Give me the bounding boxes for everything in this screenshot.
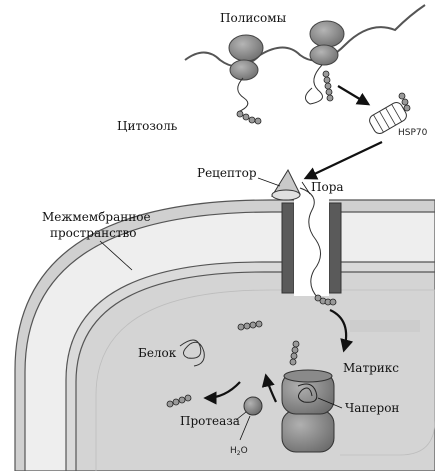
label-pore: Пора xyxy=(311,180,344,194)
protease-ball-icon xyxy=(243,396,263,416)
arrows xyxy=(203,85,383,405)
arrow-to-chaperone xyxy=(329,308,354,353)
hsp70-chaperone-icon xyxy=(369,102,407,134)
label-matrix: Матрикс xyxy=(343,361,399,375)
hsp70 xyxy=(369,92,411,134)
chaperone-barrel-icon xyxy=(281,369,335,453)
matrix-entering-chain-icon xyxy=(314,294,337,306)
polypeptide-through-pore xyxy=(299,187,321,299)
water-pointer xyxy=(239,415,251,441)
label-intermembrane-line1: Межмембранное xyxy=(42,210,151,224)
free-peptide-icon xyxy=(237,320,263,331)
protease-pointer xyxy=(235,411,247,421)
signal-sequence-2-icon xyxy=(322,70,334,102)
label-cytosol: Цитозоль xyxy=(117,119,178,133)
label-chaperone: Чаперон xyxy=(345,401,399,415)
arrow-to-hsp70 xyxy=(337,85,371,106)
matrix-inner-light xyxy=(95,289,435,471)
label-protein: Белок xyxy=(138,346,177,360)
label-intermembrane-line2: пространство xyxy=(50,226,136,240)
mitochondrion xyxy=(14,199,435,471)
import-channel xyxy=(281,187,342,299)
arrow-protease xyxy=(203,381,241,405)
polysomes xyxy=(184,4,426,125)
ribosome-2-icon xyxy=(309,20,345,66)
ribosome-1-icon xyxy=(228,34,264,81)
matrix-shade xyxy=(350,320,420,332)
hsp70-bound-chain-icon xyxy=(398,92,411,112)
nascent-chain-1 xyxy=(237,77,249,113)
nascent-chain-2 xyxy=(305,64,323,105)
channel-right-wall xyxy=(328,202,342,294)
matrix-region xyxy=(75,271,435,471)
receptor xyxy=(257,168,311,201)
degraded-peptide-icon xyxy=(166,394,192,408)
label-water: H2O xyxy=(230,446,248,457)
label-hsp70: HSP70 xyxy=(398,128,428,138)
signal-sequence-1-icon xyxy=(236,110,262,125)
label-polysomes: Полисомы xyxy=(220,11,287,25)
folded-protein-icon xyxy=(179,339,205,367)
mrna-strand xyxy=(184,4,426,68)
chaperone-input-chain-icon xyxy=(289,340,300,366)
label-receptor: Рецептор xyxy=(197,166,257,180)
intermembrane-pointer xyxy=(99,240,133,271)
arrow-release xyxy=(261,373,277,403)
arrow-to-receptor xyxy=(303,141,383,180)
channel-left-wall xyxy=(281,202,295,294)
chaperone-pointer xyxy=(317,397,343,409)
label-protease: Протеаза xyxy=(180,414,240,428)
